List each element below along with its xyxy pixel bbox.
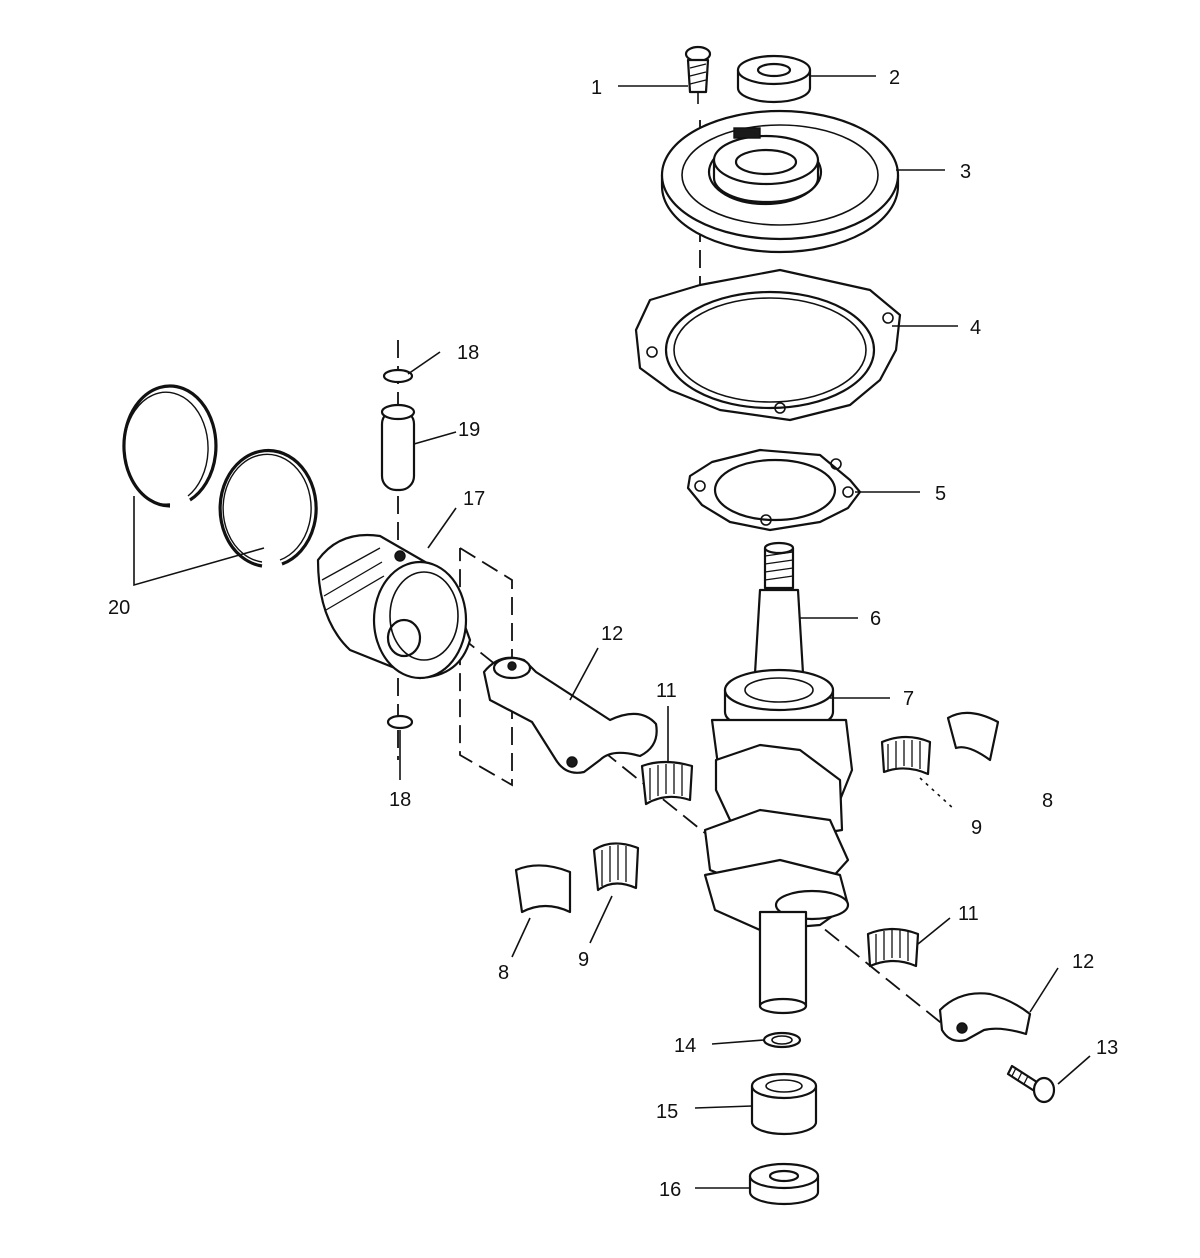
callout-18-lower: 18 <box>389 789 411 811</box>
callout-5: 5 <box>935 483 946 505</box>
callout-3: 3 <box>960 161 971 183</box>
callout-labels: 1 2 3 4 5 6 7 8 8 9 9 11 11 12 12 13 14 … <box>108 67 1118 1201</box>
crankshaft-part-6 <box>703 541 854 1015</box>
callout-15: 15 <box>656 1101 678 1123</box>
piston-ring-part-20-upper <box>122 384 218 508</box>
callout-16: 16 <box>659 1179 681 1201</box>
assembly-axis-lines <box>397 120 951 1031</box>
callout-7: 7 <box>903 688 914 710</box>
piston-pin-clip-part-18-upper <box>382 368 414 384</box>
callout-20: 20 <box>108 597 130 619</box>
bearing-housing-part-3 <box>660 109 900 254</box>
callout-9-left: 9 <box>578 949 589 971</box>
connecting-rod-part-12 <box>482 656 658 774</box>
callout-18-upper: 18 <box>457 342 479 364</box>
screw-part-1 <box>684 45 712 104</box>
bearing-half-part-8-right <box>946 711 1000 762</box>
callout-12-rod: 12 <box>601 623 623 645</box>
callout-8-right: 8 <box>1042 790 1053 812</box>
callout-14: 14 <box>674 1035 696 1057</box>
callout-6: 6 <box>870 608 881 630</box>
crankcase-plate-part-4 <box>634 268 902 422</box>
piston-pin-part-19 <box>380 403 416 492</box>
retaining-ring-part-14 <box>762 1031 802 1049</box>
gasket-part-5 <box>686 448 862 532</box>
needle-bearing-part-11-lower <box>866 927 920 968</box>
piston-ring-part-20-lower <box>218 448 318 568</box>
piston-part-17 <box>316 534 472 680</box>
bearing-half-part-8-left <box>514 864 572 914</box>
callout-19: 19 <box>458 419 480 441</box>
callout-2: 2 <box>889 67 900 89</box>
callout-13: 13 <box>1096 1037 1118 1059</box>
rod-cap-part-12 <box>938 992 1032 1042</box>
cap-screw-part-13 <box>1006 1064 1056 1104</box>
callout-11-upper: 11 <box>656 680 677 702</box>
seal-part-2 <box>736 54 812 104</box>
callout-1: 1 <box>591 77 602 99</box>
callout-9-right: 9 <box>971 817 982 839</box>
needle-bearing-part-9-right <box>880 735 932 776</box>
needle-bearing-part-9-left <box>592 842 640 892</box>
callout-4: 4 <box>970 317 981 339</box>
needle-bearing-part-11-upper <box>640 760 694 806</box>
piston-pin-clip-part-18-lower <box>386 714 414 730</box>
callout-17: 17 <box>463 488 485 510</box>
needle-bearing-part-15 <box>750 1072 818 1136</box>
leader-lines <box>133 75 1091 1189</box>
callout-8-left: 8 <box>498 962 509 984</box>
callout-11-lower: 11 <box>958 903 979 925</box>
lower-seal-part-16 <box>748 1162 820 1206</box>
callout-12-cap: 12 <box>1072 951 1094 973</box>
